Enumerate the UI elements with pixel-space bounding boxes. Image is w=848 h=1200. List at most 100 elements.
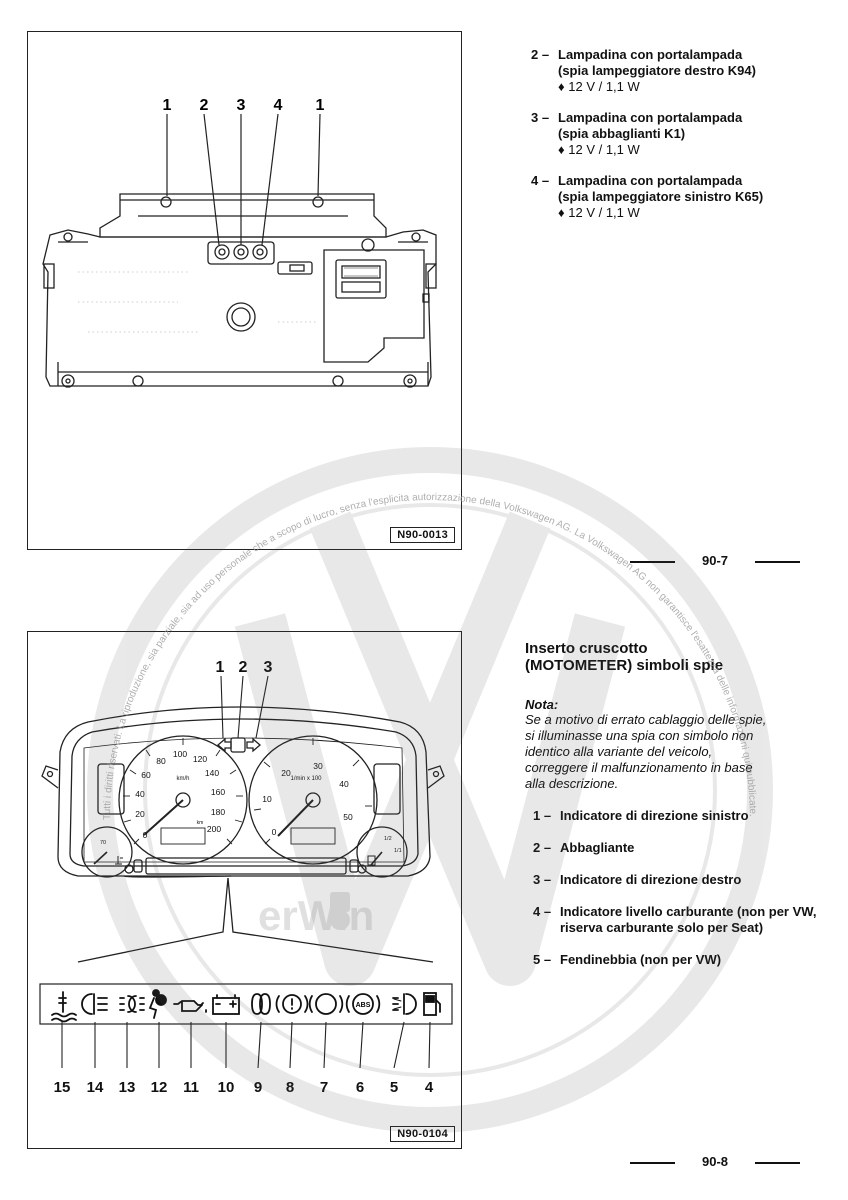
- icon-number: 12: [151, 1079, 168, 1096]
- tacho-unit: 1/min x 100: [290, 776, 322, 782]
- item-number: 3 –: [531, 110, 550, 125]
- item-number: 4 –: [533, 904, 552, 919]
- section-title-line1: Inserto cruscotto: [525, 640, 648, 657]
- speedo-tick: 80: [156, 756, 166, 766]
- speedo-tick: 100: [173, 749, 187, 759]
- tacho-tick: 40: [339, 779, 349, 789]
- speedo-tick: 200: [207, 824, 221, 834]
- instrument-cluster-rear-figure: 1 2 3 4 1 N90-0013: [27, 31, 462, 550]
- speedo-tick: 140: [205, 768, 219, 778]
- abs-label: ABS: [356, 1002, 371, 1009]
- section-title-line2: (MOTOMETER) simboli spie: [525, 657, 724, 674]
- item-text: Abbagliante: [560, 840, 635, 855]
- fuel-level-icon: [423, 992, 441, 1016]
- list-item: 1 – Indicatore di direzione sinistro: [533, 808, 823, 824]
- tacho-tick: 0: [272, 827, 277, 837]
- footer-rule: [630, 1162, 675, 1164]
- icon-number: 15: [54, 1079, 71, 1096]
- callout-3: 3: [264, 659, 273, 676]
- battery-icon: [212, 994, 240, 1015]
- icon-number: 4: [425, 1079, 434, 1096]
- speedo-tick: 0: [143, 830, 148, 840]
- list-item: 4 – Lampadina con portalampada (spia lam…: [531, 173, 821, 221]
- callout-2: 2: [239, 659, 248, 676]
- bulb-list: 2 – Lampadina con portalampada (spia lam…: [531, 47, 821, 236]
- item-number: 1 –: [533, 808, 552, 823]
- instrument-cluster-front-figure: 0 20 40 60 80 100 120 140 160 180 200 km…: [27, 631, 462, 1149]
- item-spec: ♦ 12 V / 1,1 W: [558, 142, 640, 157]
- section-title: Inserto cruscotto (MOTOMETER) simboli sp…: [525, 640, 723, 674]
- airbag-icon: [148, 989, 167, 1019]
- list-item: 4 – Indicatore livello carburante (non p…: [533, 904, 823, 936]
- list-item: 5 – Fendinebbia (non per VW): [533, 952, 823, 968]
- callout-2: 2: [200, 97, 209, 114]
- icon-number: 7: [320, 1079, 328, 1096]
- speedo-unit: km/h: [176, 776, 189, 782]
- item-detail: (spia lampeggiatore sinistro K65): [558, 189, 764, 204]
- oil-pressure-icon: [173, 1000, 207, 1013]
- item-text: Indicatore di direzione sinistro: [560, 808, 749, 823]
- glow-plug-icon: [251, 993, 271, 1015]
- icon-number: 13: [119, 1079, 136, 1096]
- page-footer-top: 90-7: [630, 551, 800, 571]
- odometer-unit: km: [197, 820, 204, 826]
- figure-code: N90-0104: [390, 1126, 455, 1142]
- page-number: 90-7: [701, 553, 729, 568]
- callout-1-right: 1: [316, 97, 325, 114]
- list-item: 3 – Lampadina con portalampada (spia abb…: [531, 110, 821, 158]
- tacho-tick: 10: [262, 794, 272, 804]
- page-footer-bottom: 90-8: [630, 1152, 800, 1172]
- item-text: Indicatore di direzione destro: [560, 872, 742, 887]
- front-fog-light-icon: [392, 993, 417, 1015]
- callout-1-left: 1: [163, 97, 172, 114]
- item-title: Lampadina con portalampada: [558, 47, 743, 62]
- abs-icon: [345, 993, 381, 1015]
- item-text: Indicatore livello carburante (non per V…: [560, 904, 817, 935]
- icon-number: 11: [183, 1079, 199, 1096]
- item-title: Lampadina con portalampada: [558, 110, 743, 125]
- item-number: 2 –: [531, 47, 550, 62]
- item-number: 3 –: [533, 872, 552, 887]
- callout-3: 3: [237, 97, 246, 114]
- rear-fog-light-icon: [81, 993, 108, 1015]
- temp-label: 70: [100, 840, 106, 846]
- icon-number: 14: [87, 1079, 104, 1096]
- item-detail: (spia abbaglianti K1): [558, 126, 686, 141]
- item-spec: ♦ 12 V / 1,1 W: [558, 79, 640, 94]
- speedo-tick: 180: [211, 807, 225, 817]
- icon-number: 8: [286, 1079, 294, 1096]
- instrument-cluster-rear-drawing: 1 2 3 4 1: [42, 97, 437, 388]
- list-item: 2 – Lampadina con portalampada (spia lam…: [531, 47, 821, 95]
- tacho-tick: 50: [343, 812, 353, 822]
- tacho-tick: 30: [313, 761, 323, 771]
- page-number: 90-8: [701, 1154, 729, 1169]
- item-spec: ♦ 12 V / 1,1 W: [558, 205, 640, 220]
- item-detail: (spia lampeggiatore destro K94): [558, 63, 756, 78]
- speedo-tick: 60: [141, 770, 151, 780]
- parking-lights-icon: [119, 995, 145, 1013]
- item-number: 2 –: [533, 840, 552, 855]
- warning-light-list: 1 – Indicatore di direzione sinistro 2 –…: [533, 808, 823, 984]
- list-item: 2 – Abbagliante: [533, 840, 823, 856]
- item-title: Lampadina con portalampada: [558, 173, 743, 188]
- item-number: 5 –: [533, 952, 552, 967]
- item-text: Fendinebbia (non per VW): [560, 952, 722, 967]
- footer-rule: [755, 1162, 800, 1164]
- note-label: Nota:: [525, 697, 559, 712]
- icon-number: 5: [390, 1079, 398, 1096]
- speedo-tick: 40: [135, 789, 145, 799]
- fuel-label-full: 1/1: [394, 848, 402, 854]
- footer-rule: [630, 561, 675, 563]
- icon-number: 9: [254, 1079, 262, 1096]
- item-number: 4 –: [531, 173, 550, 188]
- brake-warning-icon: [275, 994, 309, 1014]
- instrument-cluster-front-drawing: 0 20 40 60 80 100 120 140 160 180 200 km…: [39, 659, 453, 1096]
- icon-number: 10: [218, 1079, 235, 1096]
- callout-4: 4: [274, 97, 283, 114]
- fuel-label-half: 1/2: [384, 836, 392, 842]
- tacho-tick: 20: [281, 768, 291, 778]
- speedo-tick: 120: [193, 754, 207, 764]
- icon-number: 6: [356, 1079, 364, 1096]
- callout-1: 1: [216, 659, 225, 676]
- note-text: Se a motivo di errato cablaggio delle sp…: [525, 712, 767, 791]
